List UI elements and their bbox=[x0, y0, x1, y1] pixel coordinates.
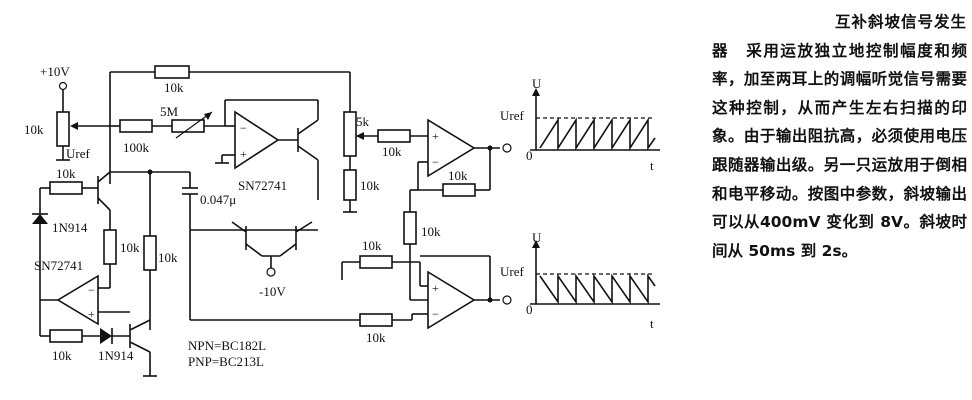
resistor-100k bbox=[119, 119, 153, 133]
resistor-10k-v2 bbox=[143, 235, 157, 271]
description-title: 互补斜坡信号发生 bbox=[834, 13, 967, 31]
resistor-10k-inv bbox=[359, 255, 393, 269]
label-u1: U bbox=[532, 76, 542, 91]
label-r5k: 5k bbox=[356, 114, 370, 129]
svg-text:−: − bbox=[240, 121, 247, 135]
svg-text:+: + bbox=[432, 129, 439, 143]
svg-text:−: − bbox=[88, 283, 95, 297]
description-text: 互补斜坡信号发生 器 采用运放独立地控制幅度和频率，加至两耳上的调幅听觉信号需要… bbox=[712, 8, 967, 265]
resistor-10k-a bbox=[343, 169, 357, 201]
svg-text:−: − bbox=[432, 307, 439, 321]
diode-1n914-bottom bbox=[100, 328, 112, 344]
opamp-left bbox=[56, 274, 99, 326]
label-r10k-b: 10k bbox=[382, 144, 402, 159]
label-r10k-a: 10k bbox=[360, 178, 380, 193]
label-pnp: PNP=BC213L bbox=[188, 354, 264, 369]
svg-text:+: + bbox=[240, 147, 247, 161]
opamp-lower-output bbox=[427, 270, 476, 330]
diode-1n914-left bbox=[32, 214, 48, 224]
output-terminal-lower bbox=[502, 295, 512, 305]
svg-text:+: + bbox=[432, 281, 439, 295]
supply-terminal-plus10v bbox=[58, 81, 68, 91]
svg-text:−: − bbox=[432, 155, 439, 169]
resistor-10k-upper-left bbox=[49, 181, 83, 195]
resistor-10k-v1 bbox=[103, 229, 117, 265]
label-r10k-v2: 10k bbox=[158, 250, 178, 265]
label-zero2: 0 bbox=[526, 302, 533, 317]
label-minus10v: -10V bbox=[259, 284, 286, 299]
label-sn72741-left: SN72741 bbox=[34, 258, 83, 273]
label-diode2: 1N914 bbox=[98, 348, 134, 363]
label-r10k-v1: 10k bbox=[120, 240, 140, 255]
label-t2: t bbox=[650, 316, 654, 331]
supply-terminal-minus10v bbox=[266, 267, 276, 277]
pot-5k bbox=[343, 111, 357, 157]
svg-text:+: + bbox=[88, 307, 95, 321]
label-t1: t bbox=[650, 158, 654, 173]
resistor-10k-mid bbox=[403, 211, 417, 245]
resistor-10k-bottom bbox=[49, 329, 83, 343]
circuit-diagram: +10V 10k Uref 100k 5M 10k − + SN72741 5k… bbox=[24, 64, 660, 377]
label-uref1: Uref bbox=[500, 108, 524, 123]
label-r10k-fb1: 10k bbox=[448, 168, 468, 183]
opamp-top bbox=[234, 110, 280, 170]
resistor-10k-b bbox=[377, 129, 411, 143]
description-body: 器 采用运放独立地控制幅度和频率，加至两耳上的调幅听觉信号需要这种控制，从而产生… bbox=[712, 41, 967, 260]
label-plus10v: +10V bbox=[40, 64, 70, 79]
label-cap: 0.047μ bbox=[200, 192, 236, 207]
label-r10k-top: 10k bbox=[164, 80, 184, 95]
label-pot10k: 10k bbox=[24, 122, 44, 137]
resistor-10k-out2 bbox=[359, 313, 393, 327]
label-r10k-mid: 10k bbox=[421, 224, 441, 239]
label-r10k-upper-left: 10k bbox=[56, 166, 76, 181]
output-terminal-upper bbox=[502, 143, 512, 153]
label-npn: NPN=BC182L bbox=[188, 338, 266, 353]
waveform-lower bbox=[530, 240, 660, 305]
label-r10k-out2: 10k bbox=[366, 330, 386, 345]
label-uref-left: Uref bbox=[66, 146, 90, 161]
label-sn72741-top: SN72741 bbox=[238, 178, 287, 193]
resistor-10k-top bbox=[154, 65, 190, 79]
label-uref2: Uref bbox=[500, 264, 524, 279]
resistor-10k-feedback bbox=[442, 183, 476, 197]
label-r100k: 100k bbox=[123, 140, 150, 155]
opamp-upper-output bbox=[427, 118, 476, 178]
label-u2: U bbox=[532, 230, 542, 245]
label-zero1: 0 bbox=[526, 148, 533, 163]
pot-10k bbox=[56, 111, 70, 147]
label-r5m: 5M bbox=[160, 104, 179, 119]
waveform-upper bbox=[530, 88, 660, 151]
label-r10k-bottom: 10k bbox=[52, 348, 72, 363]
label-diode1: 1N914 bbox=[52, 220, 88, 235]
label-r10k-inv: 10k bbox=[362, 238, 382, 253]
